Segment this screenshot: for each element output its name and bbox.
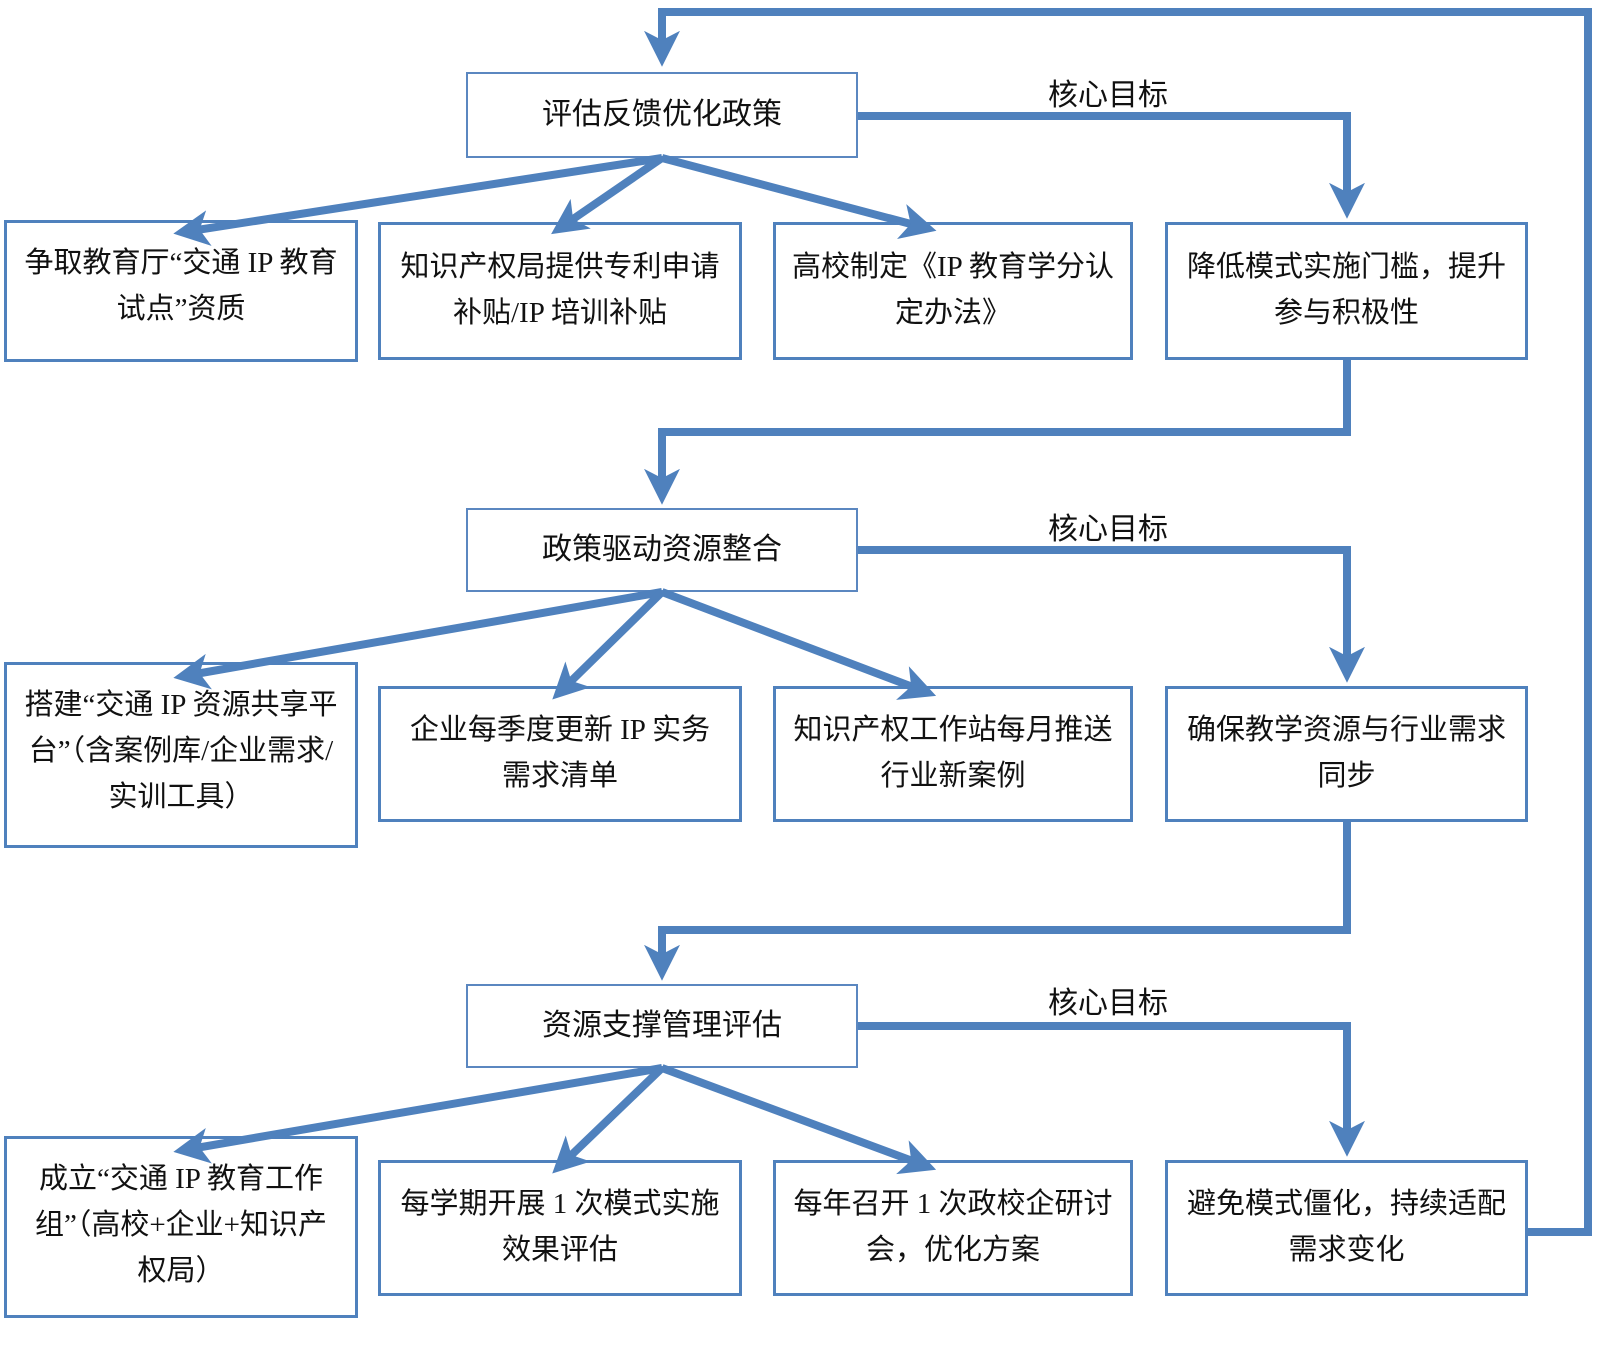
node-main-resource-integration: 政策驱动资源整合 (466, 508, 858, 592)
node-semester-evaluation: 每学期开展 1 次模式实施效果评估 (378, 1160, 742, 1296)
node-university-credit-rules-label: 高校制定《IP 教育学分认定办法》 (792, 251, 1114, 329)
node-ip-office-subsidy-label: 知识产权局提供专利申请补贴/IP 培训补贴 (400, 251, 720, 329)
node-outcome-sync-resources: 确保教学资源与行业需求同步 (1165, 686, 1528, 822)
node-edu-pilot-qualification-label: 争取教育厅“交通 IP 教育试点”资质 (24, 247, 338, 325)
node-ip-office-subsidy: 知识产权局提供专利申请补贴/IP 培训补贴 (378, 222, 742, 360)
arrow-goal-2 (858, 546, 1365, 683)
node-ip-station-monthly-cases: 知识产权工作站每月推送行业新案例 (773, 686, 1133, 822)
goal-label-1: 核心目标 (1048, 79, 1168, 112)
node-working-group-label: 成立“交通 IP 教育工作组”（高校+企业+知识产权局） (34, 1163, 328, 1287)
node-enterprise-quarterly-list-label: 企业每季度更新 IP 实务需求清单 (409, 714, 711, 792)
node-main-policy-evaluation: 评估反馈优化政策 (466, 72, 858, 158)
arrow-outcome1-to-main2 (644, 360, 1351, 505)
node-ip-station-monthly-cases-label: 知识产权工作站每月推送行业新案例 (793, 714, 1113, 792)
arrow-outcome2-to-main3 (644, 822, 1351, 981)
node-outcome-avoid-rigidity: 避免模式僵化，持续适配需求变化 (1165, 1160, 1528, 1296)
arrow-main1-child3 (660, 154, 937, 239)
node-edu-pilot-qualification: 争取教育厅“交通 IP 教育试点”资质 (4, 220, 358, 362)
goal-label-3: 核心目标 (1048, 987, 1168, 1020)
node-university-credit-rules: 高校制定《IP 教育学分认定办法》 (773, 222, 1133, 360)
node-sharing-platform-label: 搭建“交通 IP 资源共享平台”（含案例库/企业需求/实训工具） (24, 689, 338, 813)
node-semester-evaluation-label: 每学期开展 1 次模式实施效果评估 (400, 1188, 720, 1266)
node-outcome-lower-threshold-label: 降低模式实施门槛，提升参与积极性 (1186, 251, 1506, 329)
node-outcome-sync-resources-label: 确保教学资源与行业需求同步 (1186, 714, 1506, 792)
arrow-main1-child2 (551, 154, 665, 235)
node-outcome-lower-threshold: 降低模式实施门槛，提升参与积极性 (1165, 222, 1528, 360)
node-main-policy-evaluation-label: 评估反馈优化政策 (542, 98, 782, 132)
node-main-management-evaluation: 资源支撑管理评估 (466, 984, 858, 1068)
node-working-group: 成立“交通 IP 教育工作组”（高校+企业+知识产权局） (4, 1136, 358, 1318)
node-main-management-evaluation-label: 资源支撑管理评估 (542, 1009, 782, 1043)
node-main-resource-integration-label: 政策驱动资源整合 (542, 533, 782, 567)
goal-label-2: 核心目标 (1048, 513, 1168, 546)
arrow-main3-child3 (660, 1064, 937, 1175)
arrow-main3-child2 (552, 1065, 665, 1174)
arrow-goal-1 (858, 112, 1365, 219)
node-enterprise-quarterly-list: 企业每季度更新 IP 实务需求清单 (378, 686, 742, 822)
arrow-main2-child3 (660, 588, 937, 700)
arrow-goal-3 (858, 1022, 1365, 1157)
node-outcome-avoid-rigidity-label: 避免模式僵化，持续适配需求变化 (1186, 1188, 1506, 1266)
node-annual-seminar-label: 每年召开 1 次政校企研讨会，优化方案 (793, 1188, 1113, 1266)
arrow-main2-child2 (552, 589, 665, 700)
node-sharing-platform: 搭建“交通 IP 资源共享平台”（含案例库/企业需求/实训工具） (4, 662, 358, 848)
node-annual-seminar: 每年召开 1 次政校企研讨会，优化方案 (773, 1160, 1133, 1296)
